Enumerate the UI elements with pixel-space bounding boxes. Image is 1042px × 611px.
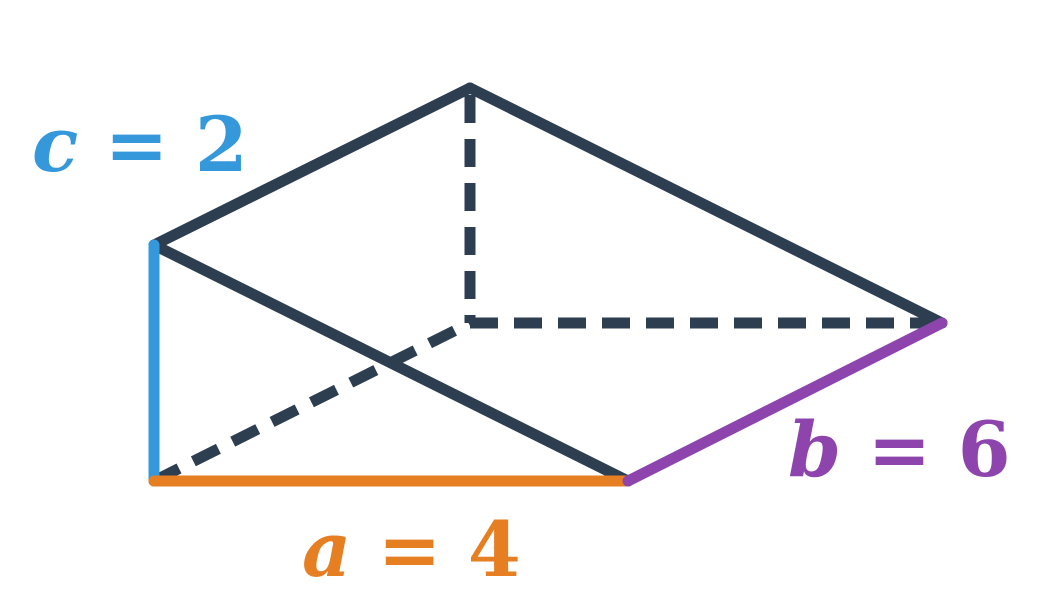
label-c-equals: = [78, 100, 195, 189]
label-a-variable: a [302, 505, 351, 594]
edge-top-right [464, 82, 948, 329]
edge-front-slant [148, 239, 634, 487]
label-c: c = 2 [32, 100, 248, 189]
label-b: b = 6 [788, 405, 1011, 494]
label-b-equals: = [841, 405, 958, 494]
hidden-edges [151, 95, 942, 486]
label-c-variable: c [32, 100, 78, 189]
hidden-edge-diagonal [151, 318, 473, 486]
label-a-equals: = [351, 505, 468, 594]
edge-b-depth [622, 317, 948, 487]
label-a: a = 4 [302, 505, 521, 594]
label-c-value: 2 [195, 100, 248, 189]
label-a-value: 4 [468, 505, 521, 594]
edge-top-left [148, 82, 476, 251]
visible-edges [148, 82, 948, 487]
label-b-value: 6 [958, 405, 1011, 494]
label-b-variable: b [788, 405, 841, 494]
